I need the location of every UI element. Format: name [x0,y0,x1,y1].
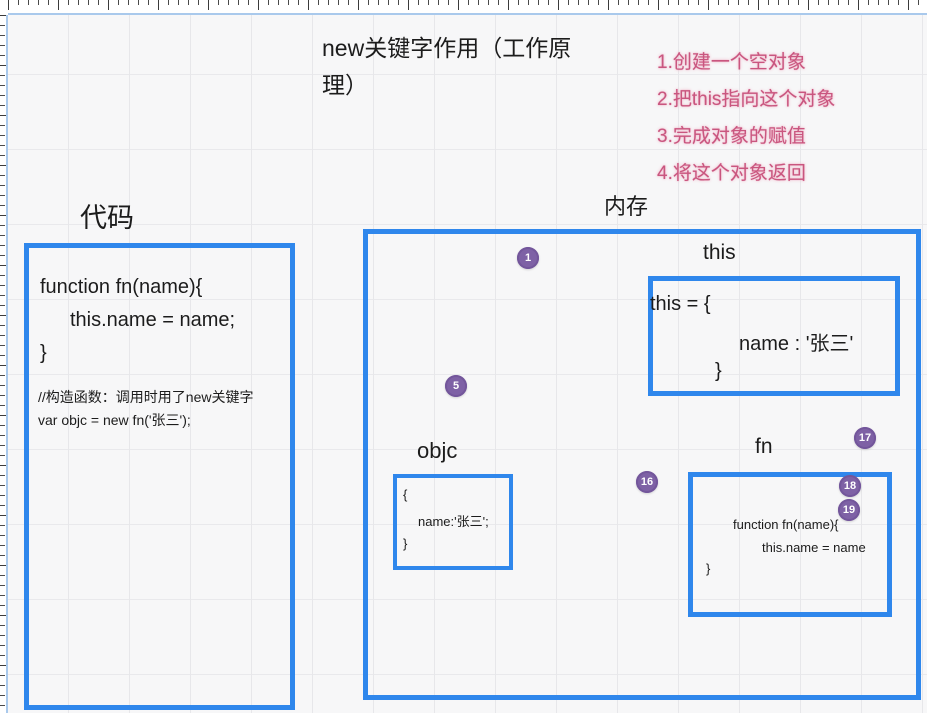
fn-line-1: function fn(name){ [733,517,839,532]
marker-18[interactable]: 18 [839,475,861,497]
objc-box[interactable]: { name:'张三'; } [393,474,513,570]
this-line-3: } [715,360,722,382]
marker-17[interactable]: 17 [854,427,876,449]
code-box-comment: //构造函数：调用时用了new关键字 var objc = new fn('张三… [38,386,253,432]
fn-line-2: this.name = name [762,540,866,555]
code-line-3: } [40,342,47,364]
ruler-corner [0,0,8,15]
objc-box-label[interactable]: objc [417,438,458,463]
code-box[interactable]: function fn(name){ this.name = name; } /… [24,243,295,710]
this-box[interactable]: this = { name : '张三' } [648,276,900,396]
objc-line-3: } [403,536,408,551]
code-section-label[interactable]: 代码 [80,203,134,233]
objc-line-2: name:'张三'; [418,514,489,529]
page-title-line1: new关键字作用（工作原 [322,35,572,61]
objc-line-1: { [403,487,408,502]
step-4: 4.将这个对象返回 [657,163,806,184]
memory-box[interactable] [363,229,921,700]
this-line-2: name : '张三' [739,333,854,355]
comment-line-1: //构造函数：调用时用了new关键字 [38,389,254,405]
marker-19[interactable]: 19 [838,499,860,521]
steps-list[interactable]: 1.创建一个空对象 2.把this指向这个对象 3.完成对象的赋值 4.将这个对… [657,44,835,192]
page-title-line2: 理） [322,72,368,98]
marker-1[interactable]: 1 [517,247,539,269]
page-title[interactable]: new关键字作用（工作原 理） [322,30,612,104]
step-1: 1.创建一个空对象 [657,52,806,73]
horizontal-ruler [8,0,927,15]
code-box-source: function fn(name){ this.name = name; } [40,271,235,370]
drawing-canvas[interactable] [8,15,927,713]
vertical-ruler [0,15,8,713]
this-line-1: this = { [650,293,711,315]
fn-box-label[interactable]: fn [755,435,773,458]
memory-section-label[interactable]: 内存 [604,194,649,219]
fn-line-3: } [706,561,711,576]
code-line-1: function fn(name){ [40,276,203,298]
fn-box[interactable]: function fn(name){ this.name = name } [688,472,892,617]
step-3: 3.完成对象的赋值 [657,126,806,147]
code-line-2: this.name = name; [70,309,236,331]
marker-5[interactable]: 5 [445,375,467,397]
marker-16[interactable]: 16 [636,471,658,493]
comment-line-2: var objc = new fn('张三'); [38,412,191,428]
step-2: 2.把this指向这个对象 [657,89,836,110]
this-box-label[interactable]: this [703,241,736,264]
